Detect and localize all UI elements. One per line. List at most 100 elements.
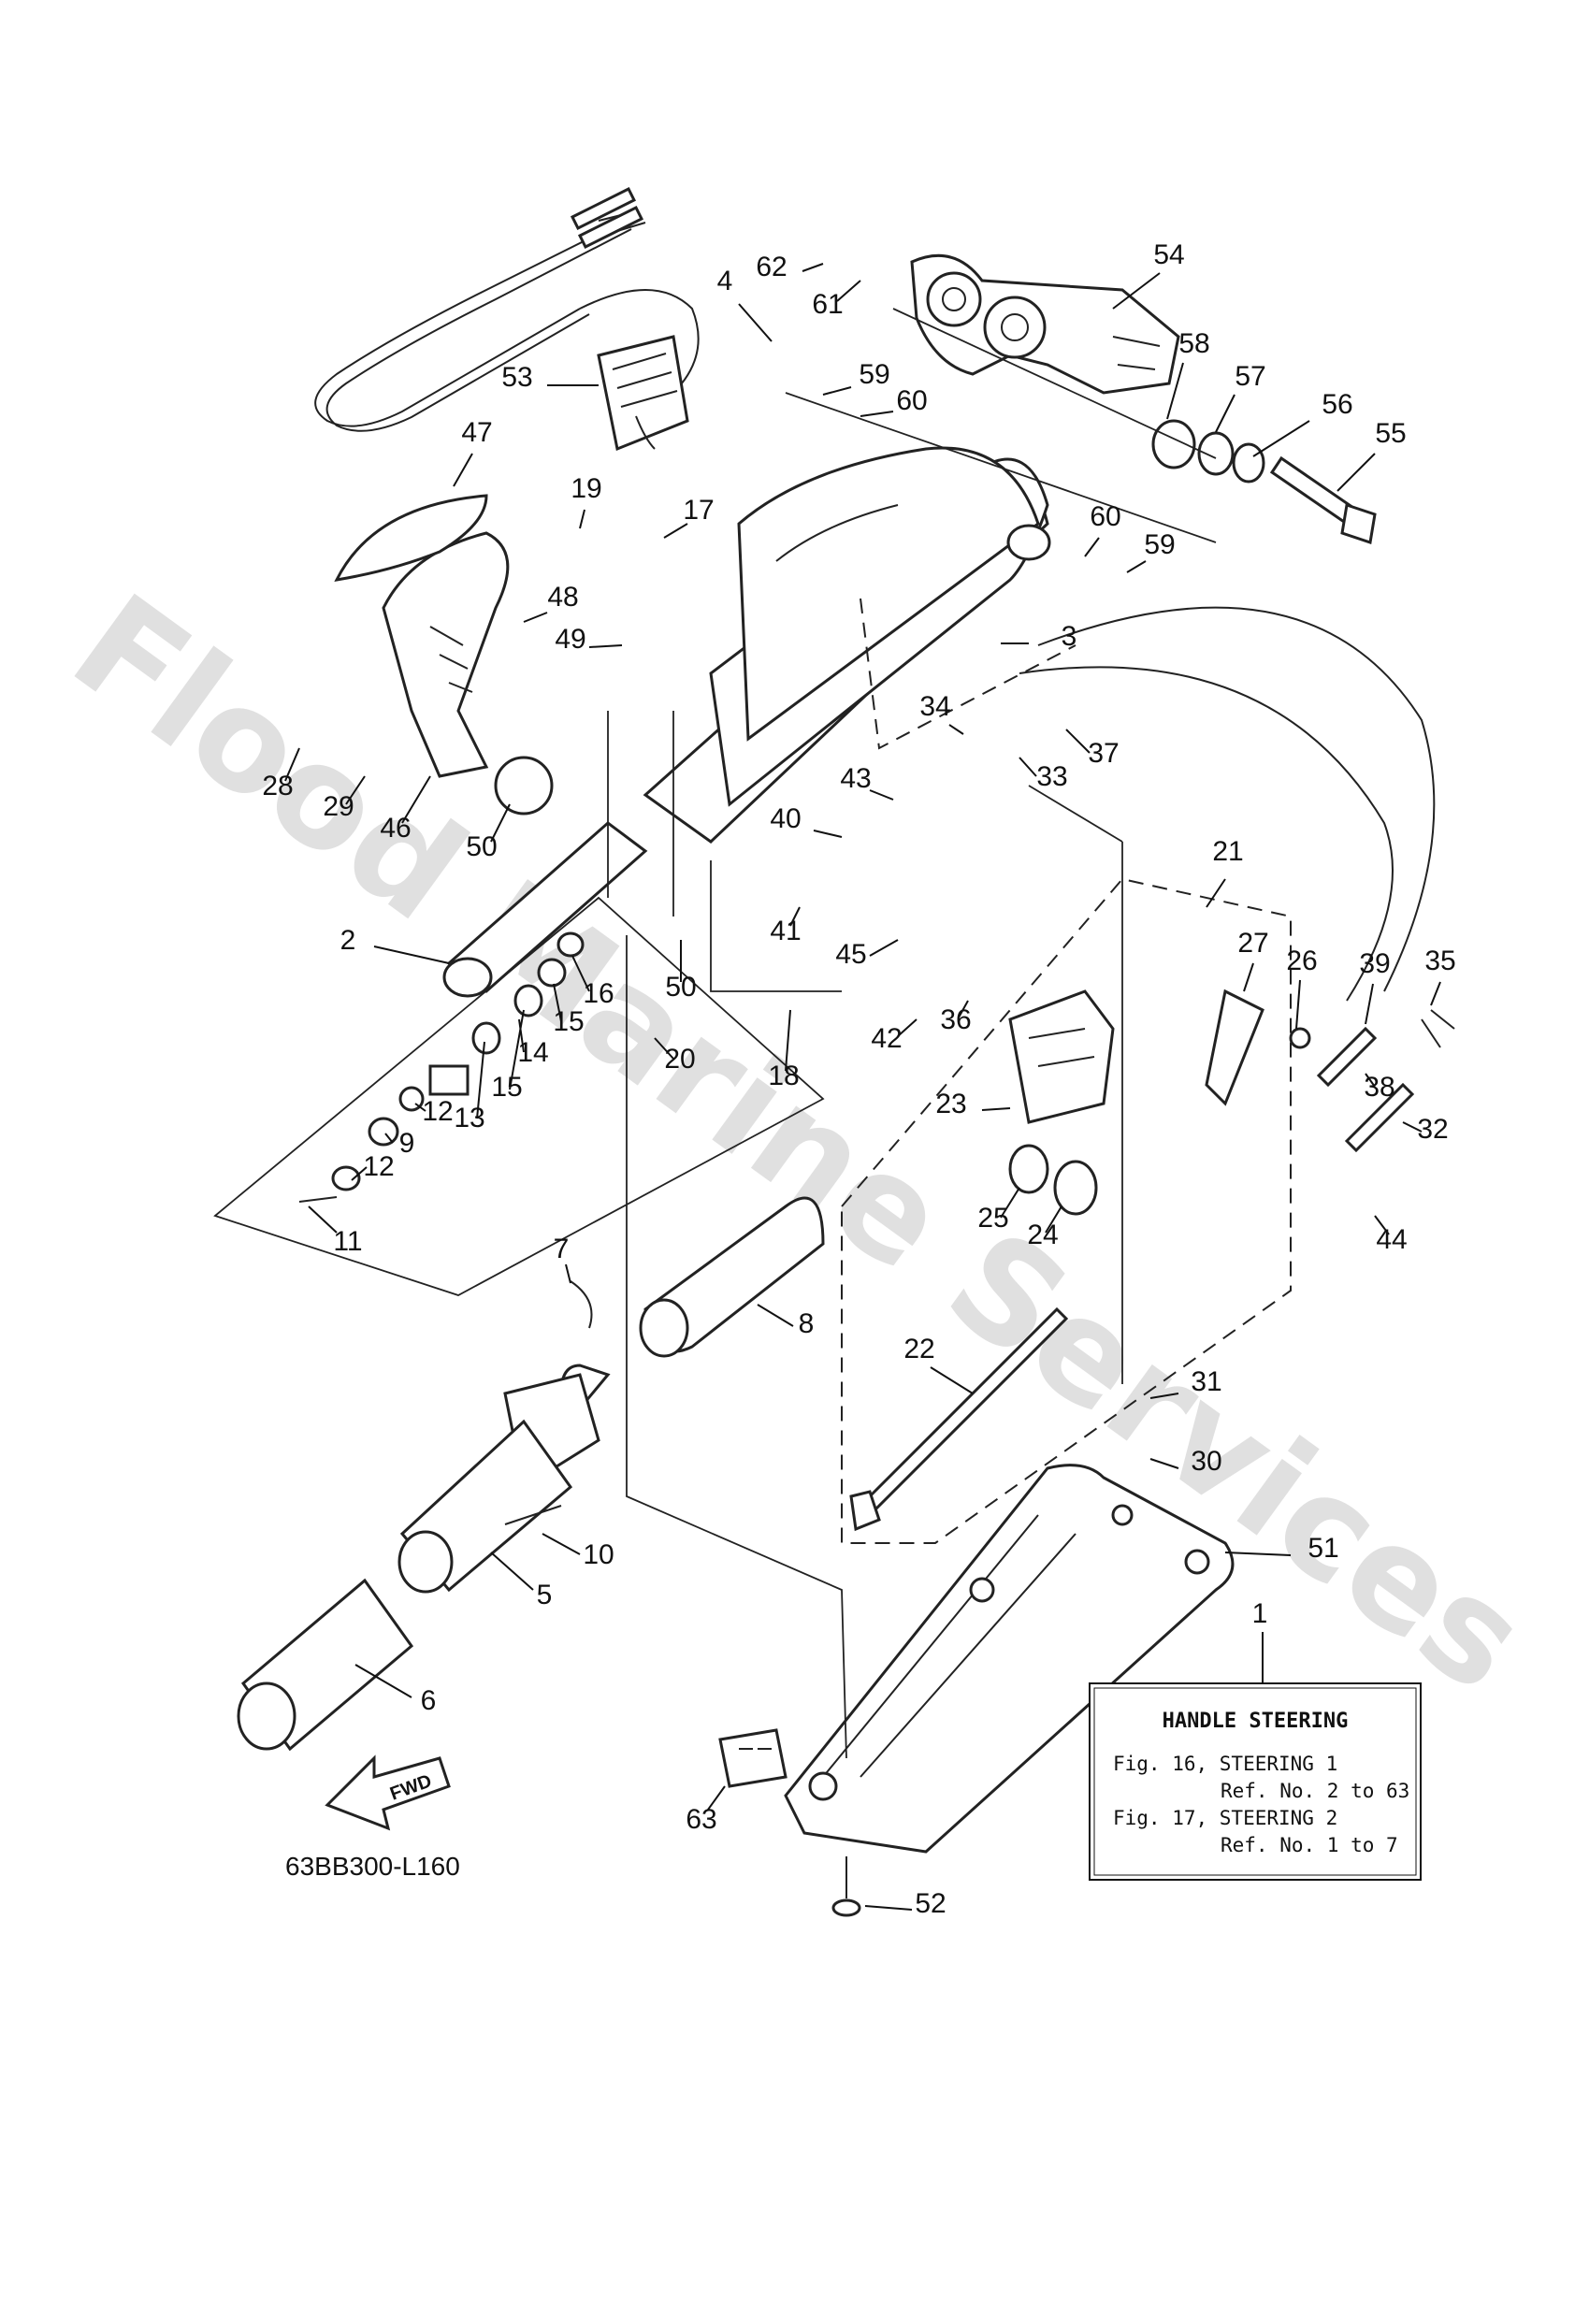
bolt-55-assembly	[1151, 419, 1377, 544]
callout-leader-52	[864, 1905, 913, 1911]
callout-leader-38	[1365, 1073, 1376, 1088]
callout-60: 60	[896, 385, 927, 416]
callout-50: 50	[466, 831, 497, 862]
callout-leader-21	[1206, 878, 1226, 908]
callout-1: 1	[1252, 1598, 1268, 1629]
callout-26: 26	[1286, 945, 1317, 976]
callouts: 1234567891011121213141515161718192021222…	[262, 239, 1455, 1919]
callout-12: 12	[363, 1151, 394, 1182]
info-box-line3: Fig. 17, STEERING 2	[1113, 1807, 1337, 1829]
fwd-arrow: FWD	[325, 1754, 451, 1831]
callout-38: 38	[1364, 1072, 1394, 1103]
callout-8: 8	[799, 1308, 815, 1339]
callout-17: 17	[683, 495, 714, 526]
callout-leader-6	[354, 1664, 412, 1698]
callout-3: 3	[1062, 621, 1077, 652]
guide-lines	[607, 308, 1217, 1759]
callout-leader-26	[1295, 979, 1301, 1030]
diagram-code: 63BB300-L160	[285, 1852, 460, 1881]
callout-13: 13	[454, 1103, 484, 1133]
callout-leader-55	[1337, 453, 1376, 492]
control-cables	[314, 186, 700, 432]
callout-leader-31	[1149, 1393, 1179, 1399]
callout-31: 31	[1191, 1366, 1221, 1397]
info-box-line1: Fig. 16, STEERING 1	[1113, 1753, 1337, 1775]
callout-leader-54	[1112, 272, 1161, 310]
callout-leader-23	[981, 1107, 1011, 1111]
callout-leader-34	[948, 724, 964, 735]
callout-21: 21	[1212, 836, 1243, 867]
callout-47: 47	[461, 417, 492, 448]
bottom-cover-51	[784, 1464, 1235, 1854]
callout-leader-48	[523, 612, 548, 623]
callout-leader-40	[813, 830, 843, 838]
callout-leader-33	[1019, 757, 1037, 777]
callout-30: 30	[1191, 1446, 1221, 1477]
callout-42: 42	[871, 1023, 902, 1054]
throttle-handle-46	[334, 494, 554, 816]
callout-leader-41	[789, 906, 801, 927]
shift-bracket-23	[1008, 989, 1311, 1216]
screw-52	[831, 1856, 861, 1917]
callout-leader-8	[757, 1304, 794, 1327]
callout-leader-30	[1149, 1458, 1179, 1469]
callout-22: 22	[903, 1334, 934, 1364]
steering-arm-main	[643, 446, 1076, 844]
callout-50: 50	[665, 972, 696, 1003]
callout-53: 53	[501, 362, 532, 393]
callout-20: 20	[664, 1044, 695, 1075]
callout-leader-4	[738, 303, 773, 342]
callout-33: 33	[1036, 761, 1067, 792]
callout-leader-42	[897, 1018, 918, 1037]
callout-25: 25	[977, 1203, 1008, 1234]
callout-27: 27	[1237, 928, 1268, 959]
callout-35: 35	[1424, 945, 1455, 976]
callout-leader-29	[345, 775, 366, 805]
callout-12: 12	[422, 1096, 453, 1127]
callout-leader-62	[802, 263, 824, 272]
callout-58: 58	[1178, 328, 1209, 359]
callout-34: 34	[919, 691, 950, 722]
callout-leader-25	[1000, 1187, 1020, 1219]
callout-10: 10	[583, 1539, 614, 1570]
callout-leader-35	[1430, 981, 1441, 1006]
callout-leader-46	[401, 775, 431, 824]
callout-leader-36	[958, 1000, 969, 1018]
small-parts-group	[298, 931, 585, 1203]
connector-63	[718, 1728, 788, 1788]
callout-24: 24	[1027, 1220, 1058, 1250]
callout-leader-27	[1243, 962, 1254, 992]
callout-leader-7	[565, 1263, 571, 1284]
grommet-53	[597, 335, 689, 452]
group-outline-left	[213, 896, 825, 1296]
callout-57: 57	[1235, 361, 1265, 392]
bracket-54	[910, 253, 1180, 395]
callout-2: 2	[340, 925, 356, 956]
callout-52: 52	[915, 1888, 946, 1919]
callout-leader-2	[373, 945, 450, 964]
info-box-line2: Ref. No. 2 to 63	[1221, 1780, 1409, 1802]
callout-63: 63	[686, 1804, 716, 1835]
grip-parts	[237, 1196, 825, 1752]
callout-41: 41	[770, 916, 801, 946]
callout-leader-10	[542, 1533, 581, 1555]
callout-leader-15	[509, 1009, 525, 1090]
callout-7: 7	[554, 1234, 570, 1264]
callout-leader-14	[518, 1018, 525, 1053]
callout-44: 44	[1376, 1224, 1407, 1255]
callout-39: 39	[1359, 948, 1390, 979]
callout-62: 62	[756, 252, 787, 282]
callout-leader-20	[654, 1037, 674, 1060]
callout-37: 37	[1088, 738, 1119, 769]
group-outline-21	[841, 877, 1292, 1544]
callout-4: 4	[717, 266, 733, 296]
callout-leader-12	[414, 1103, 426, 1112]
callout-leader-13	[476, 1041, 485, 1119]
callout-49: 49	[555, 624, 585, 655]
info-box-frame	[1089, 1682, 1422, 1881]
callout-leader-45	[869, 939, 899, 957]
callout-54: 54	[1153, 239, 1184, 270]
shaft-2	[442, 821, 648, 998]
info-box: HANDLE STEERING Fig. 16, STEERING 1 Ref.…	[1089, 1682, 1422, 1881]
